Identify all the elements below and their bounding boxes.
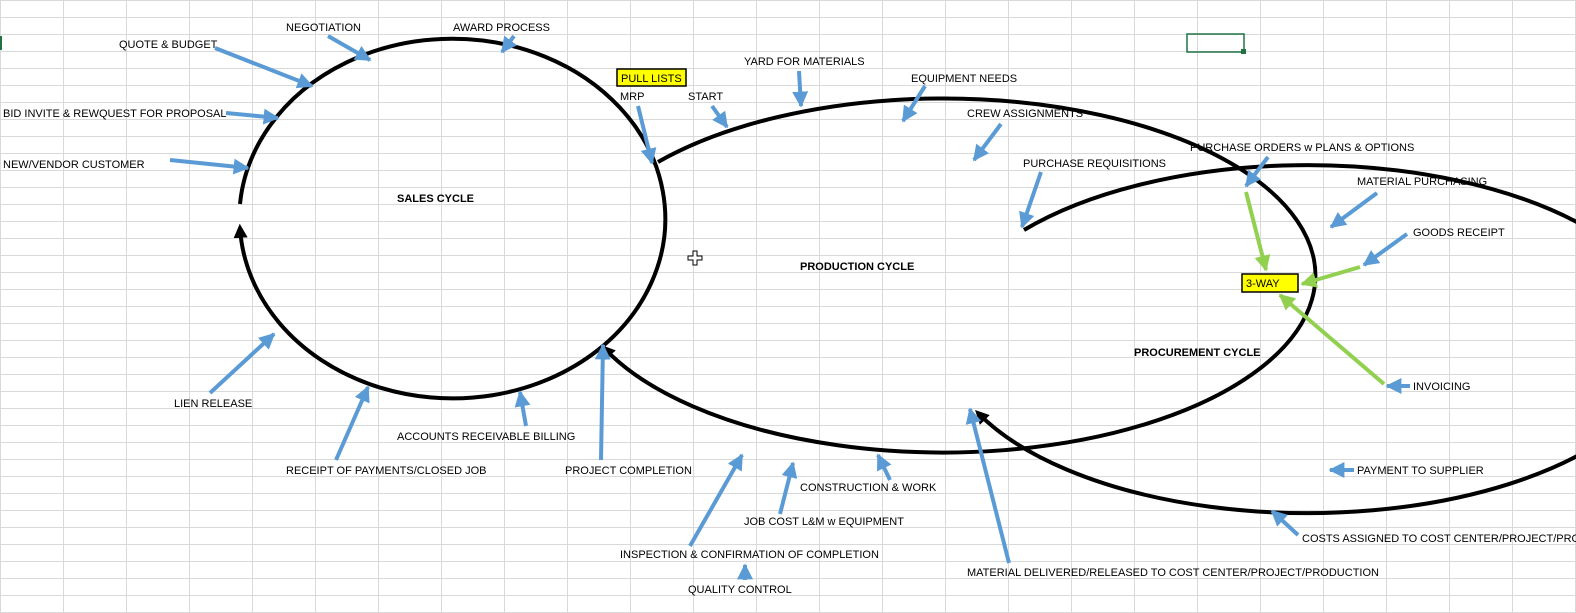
crew-label: CREW ASSIGNMENTS xyxy=(967,108,1083,120)
quote-budget-arrow xyxy=(214,46,314,89)
pull-lists-label: PULL LISTS xyxy=(621,73,682,85)
fill-handle[interactable] xyxy=(1241,49,1246,54)
ar-billing-arrow xyxy=(514,390,531,427)
cursor-cross-icon xyxy=(687,250,703,266)
yard-arrow xyxy=(792,70,809,108)
mrp-arrow xyxy=(636,105,657,165)
po-to-3way-arrow xyxy=(1244,191,1271,272)
quote-budget-label: QUOTE & BUDGET xyxy=(119,39,218,51)
project-completion-arrow xyxy=(594,343,611,461)
goods-receipt-label: GOODS RECEIPT xyxy=(1413,227,1505,239)
sales-cycle-arc-bottom xyxy=(233,223,600,401)
sales-cycle-title: SALES CYCLE xyxy=(397,193,474,205)
three-way-box xyxy=(1241,273,1299,293)
equipment-label: EQUIPMENT NEEDS xyxy=(911,73,1017,85)
production-cycle-arc xyxy=(601,96,1318,455)
ar-billing-label: ACCOUNTS RECEIVABLE BILLING xyxy=(397,431,575,443)
lien-release-label: LIEN RELEASE xyxy=(174,398,252,410)
project-completion-label: PROJECT COMPLETION xyxy=(565,465,692,477)
invoice-to-3way-arrow xyxy=(1278,293,1386,386)
selected-cell[interactable] xyxy=(1186,33,1245,53)
quality-label: QUALITY CONTROL xyxy=(688,584,792,596)
receipt-payments-label: RECEIPT OF PAYMENTS/CLOSED JOB xyxy=(286,465,486,477)
receipt-payments-arrow xyxy=(334,385,370,461)
award-process-arrow xyxy=(500,34,518,54)
material-purchasing-arrow xyxy=(1329,191,1379,229)
job-cost-label: JOB COST L&M w EQUIPMENT xyxy=(744,516,904,528)
equipment-arrow xyxy=(901,84,927,123)
costs-assigned-arrow xyxy=(1270,509,1300,537)
receipt-to-3way-arrow xyxy=(1300,265,1361,288)
row-indicator xyxy=(0,36,2,50)
new-vendor-label: NEW/VENDOR CUSTOMER xyxy=(3,159,145,171)
production-cycle-title: PRODUCTION CYCLE xyxy=(800,261,914,273)
construction-label: CONSTRUCTION & WORK xyxy=(800,482,937,494)
procurement-cycle-arc xyxy=(975,163,1576,516)
mrp-label: MRP xyxy=(620,91,644,103)
negotiation-arrow xyxy=(327,34,372,62)
material-delivered-label: MATERIAL DELIVERED/RELEASED TO COST CENT… xyxy=(967,567,1379,579)
material-purchasing-label: MATERIAL PURCHASING xyxy=(1357,176,1487,188)
purchase-orders-arrow xyxy=(1244,155,1270,188)
new-vendor-arrow xyxy=(169,158,250,175)
sales-cycle-arc-top xyxy=(238,36,668,352)
goods-receipt-arrow xyxy=(1362,232,1409,267)
lien-release-arrow xyxy=(208,332,276,395)
start-label: START xyxy=(688,91,723,103)
inspection-arrow xyxy=(688,453,744,547)
pull-lists-box xyxy=(616,68,687,87)
three-way-label: 3-WAY xyxy=(1246,278,1280,290)
inspection-label: INSPECTION & CONFIRMATION OF COMPLETION xyxy=(620,549,879,561)
procurement-cycle-title: PROCUREMENT CYCLE xyxy=(1134,347,1261,359)
start-arrow xyxy=(710,104,729,129)
award-process-label: AWARD PROCESS xyxy=(453,22,550,34)
bid-invite-arrow xyxy=(225,108,280,125)
crew-arrow xyxy=(972,122,1003,162)
construction-arrow xyxy=(876,453,892,481)
job-cost-arrow xyxy=(778,461,798,515)
costs-assigned-label: COSTS ASSIGNED TO COST CENTER/PROJECT/PR… xyxy=(1302,533,1576,545)
purchase-requisitions-label: PURCHASE REQUISITIONS xyxy=(1023,158,1166,170)
invoicing-label: INVOICING xyxy=(1413,381,1470,393)
purchase-requisitions-arrow xyxy=(1019,171,1043,229)
yard-label: YARD FOR MATERIALS xyxy=(744,56,865,68)
material-delivered-arrow xyxy=(965,407,1011,564)
bid-invite-label: BID INVITE & REWQUEST FOR PROPOSAL xyxy=(3,108,227,120)
payment-supplier-label: PAYMENT TO SUPPLIER xyxy=(1357,465,1484,477)
purchase-orders-label: PURCHASE ORDERS w PLANS & OPTIONS xyxy=(1190,142,1414,154)
negotiation-label: NEGOTIATION xyxy=(286,22,361,34)
